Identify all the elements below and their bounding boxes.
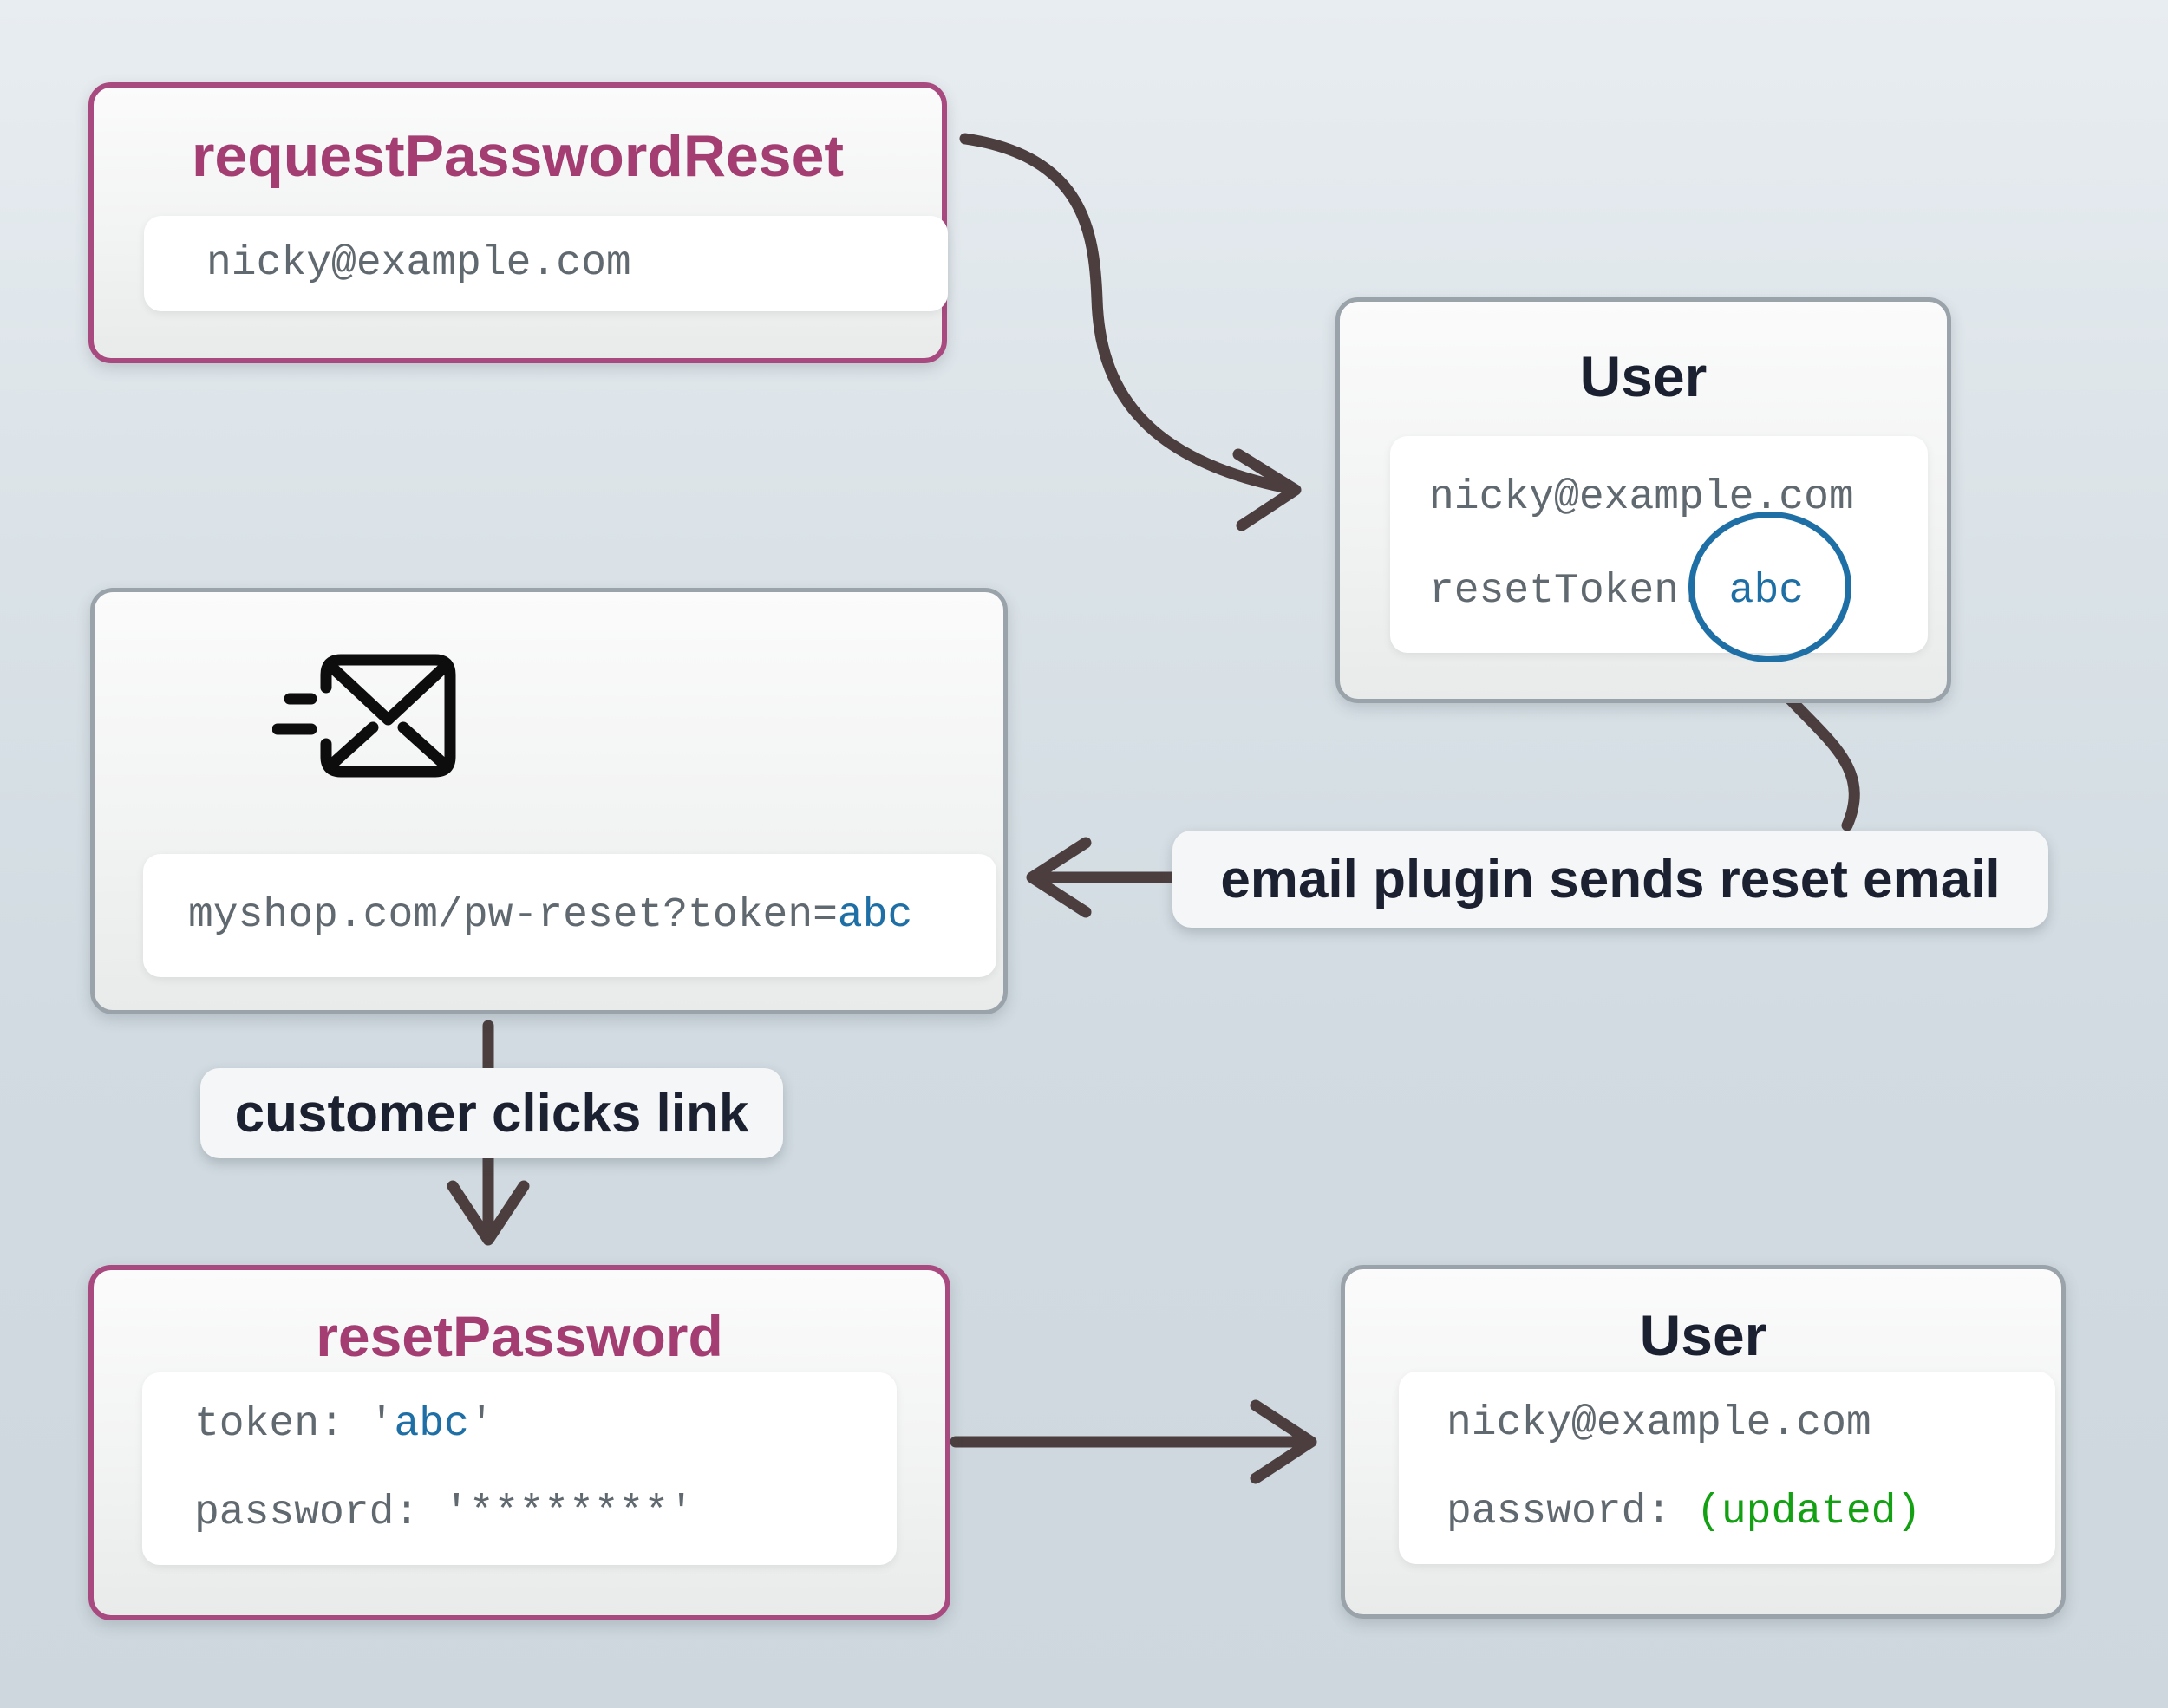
user-record-card: nicky@example.com resetToken: abc: [1390, 436, 1928, 653]
password-arg-line: password: '********': [194, 1490, 695, 1536]
curve-user-to-email-plugin-label: [1780, 689, 1860, 831]
email-input-value: nicky@example.com: [206, 240, 631, 287]
reset-link-url-text: myshop.com/pw-reset?token=abc: [188, 891, 996, 940]
request-password-reset-node: requestPasswordReset nicky@example.com: [88, 82, 948, 363]
user-node-after-reset: User nicky@example.com password: (update…: [1341, 1265, 2066, 1619]
arrow-request-to-user: [959, 133, 1302, 531]
reset-email-node: myshop.com/pw-reset?token=abc: [90, 588, 1008, 1014]
reset-token-label: resetToken:: [1429, 568, 1729, 615]
user-reset-token-line: resetToken: abc: [1429, 567, 1928, 616]
updated-password-value: (updated): [1696, 1489, 1922, 1535]
user-updated-password-line: password: (updated): [1446, 1488, 2055, 1536]
arrow-label-to-email: [1026, 837, 1179, 918]
reset-link-url: myshop.com/pw-reset?token=abc: [143, 854, 996, 977]
arrow-resetpassword-to-user: [950, 1399, 1317, 1484]
reset-token-value: abc: [1728, 568, 1805, 615]
email-plugin-annotation: email plugin sends reset email: [1172, 831, 2048, 928]
request-password-reset-title: requestPasswordReset: [191, 123, 845, 189]
token-arg-line: token: 'abc': [194, 1400, 897, 1449]
user-updated-record-card: nicky@example.com password: (updated): [1399, 1372, 2055, 1564]
token-close-quote: ': [468, 1401, 494, 1448]
email-input[interactable]: nicky@example.com: [144, 216, 948, 311]
reset-url-prefix: myshop.com/pw-reset?token=: [188, 892, 838, 939]
token-open-quote: ': [369, 1401, 395, 1448]
reset-password-args-card: token: 'abc' password: '********': [142, 1372, 897, 1565]
customer-clicks-annotation: customer clicks link: [200, 1068, 783, 1158]
reset-password-title: resetPassword: [316, 1304, 723, 1368]
send-email-icon: [272, 654, 456, 778]
user-node-after-request: User nicky@example.com resetToken: abc: [1335, 297, 1951, 703]
user-node-after-reset-title: User: [1639, 1303, 1767, 1367]
reset-password-node: resetPassword token: 'abc' password: '**…: [88, 1265, 950, 1620]
user-updated-email: nicky@example.com: [1446, 1400, 1871, 1447]
user-node-title: User: [1579, 344, 1708, 408]
token-arg-value: abc: [394, 1401, 469, 1448]
user-email: nicky@example.com: [1429, 474, 1854, 521]
token-arg-label: token:: [194, 1401, 369, 1448]
reset-url-token: abc: [837, 892, 913, 939]
updated-password-label: password:: [1446, 1489, 1697, 1535]
